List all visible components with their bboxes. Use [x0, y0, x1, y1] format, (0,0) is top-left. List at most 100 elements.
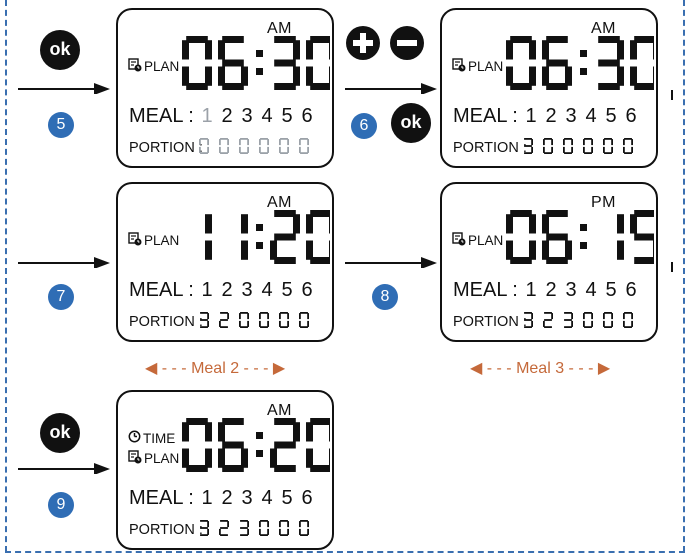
plus-button[interactable] — [346, 26, 380, 60]
minus-button[interactable] — [390, 26, 424, 60]
seven-segment-time — [506, 36, 660, 90]
clock-icon — [128, 430, 141, 446]
mode-labels: TIME PLAN — [128, 428, 188, 468]
meal-range-label: ◀ - - - Meal 3 - - - ▶ — [470, 360, 611, 377]
mode-plan: PLAN — [452, 56, 512, 76]
ok-button[interactable]: ok — [40, 413, 80, 453]
portion-digits — [197, 310, 319, 334]
portion-digits — [197, 518, 319, 542]
portion-label: PORTION : — [129, 139, 203, 156]
step-badge: 6 — [351, 113, 377, 139]
meal-number: 3 — [565, 105, 577, 127]
time-display — [504, 208, 660, 270]
arrow-right-icon — [18, 463, 110, 474]
meal-label: MEAL : — [129, 105, 194, 127]
meal-number: 6 — [625, 279, 637, 301]
meal-number: 4 — [585, 105, 597, 127]
seven-segment-portions — [524, 138, 633, 154]
plan-icon — [452, 57, 466, 75]
arrow-left-icon: ◀ — [470, 360, 483, 377]
portion-row: PORTION : — [129, 310, 319, 334]
portion-label: PORTION : — [453, 139, 527, 156]
time-display — [504, 34, 660, 96]
seven-segment-portions — [200, 520, 309, 536]
meal-number: 6 — [625, 105, 637, 127]
mode-plan: PLAN — [128, 56, 188, 76]
mode-labels: PLAN — [452, 230, 512, 250]
meal-number: 2 — [545, 105, 557, 127]
step-badge: 5 — [48, 112, 74, 138]
meal-number: 6 — [301, 105, 313, 127]
plan-icon — [128, 449, 142, 467]
meal-label: MEAL : — [453, 105, 518, 127]
dashed-border-left — [5, 0, 7, 552]
meal-label: MEAL : — [453, 279, 518, 301]
portion-label: PORTION : — [129, 313, 203, 330]
continuation-mark — [671, 90, 673, 100]
seven-segment-time — [506, 210, 660, 264]
mode-label: TIME — [143, 430, 176, 446]
meal-number: 2 — [221, 105, 233, 127]
meal-number: 3 — [241, 279, 253, 301]
arrow-right-icon — [18, 257, 110, 268]
am-pm-indicator: AM — [267, 194, 292, 211]
arrow-right-icon — [18, 83, 110, 94]
meal-number: 4 — [261, 105, 273, 127]
plus-icon — [353, 33, 373, 53]
plan-icon — [128, 231, 142, 249]
meal-number: 3 — [241, 487, 253, 509]
seven-segment-portions — [199, 138, 309, 154]
meal-number: 2 — [221, 487, 233, 509]
ok-button[interactable]: ok — [40, 30, 80, 70]
step-badge: 9 — [48, 492, 74, 518]
arrow-right-icon — [345, 83, 437, 94]
minus-icon — [397, 40, 417, 46]
meal-number: 2 — [221, 279, 233, 301]
portion-row: PORTION : — [129, 518, 319, 542]
ok-button[interactable]: ok — [391, 103, 431, 143]
meal-number: 4 — [261, 279, 273, 301]
meal-number: 6 — [301, 279, 313, 301]
meal-number: 1 — [525, 279, 537, 301]
portion-digits — [521, 136, 643, 160]
continuation-mark — [671, 262, 673, 272]
meal-number: 5 — [281, 105, 293, 127]
mode-plan: PLAN — [452, 230, 512, 250]
meal-number: 4 — [261, 487, 273, 509]
am-pm-indicator: AM — [591, 20, 616, 37]
portion-row: PORTION : — [453, 136, 643, 160]
mode-labels: PLAN — [452, 56, 512, 76]
dashed-border-right — [683, 0, 685, 552]
meal-number: 5 — [605, 279, 617, 301]
portion-row: PORTION : — [453, 310, 643, 334]
seven-segment-portions — [524, 312, 633, 328]
meal-number: 5 — [281, 487, 293, 509]
portion-digits — [521, 310, 643, 334]
meal-number: 3 — [241, 105, 253, 127]
mode-label: PLAN — [468, 58, 504, 74]
time-display — [180, 416, 336, 478]
am-pm-indicator: PM — [591, 194, 616, 211]
portion-digits — [197, 136, 319, 160]
arrow-right-icon: ▶ — [597, 360, 611, 377]
meal-label: MEAL : — [129, 487, 194, 509]
step-badge: 8 — [372, 284, 398, 310]
meal-number: 5 — [281, 279, 293, 301]
arrow-right-icon — [345, 257, 437, 268]
mode-plan: PLAN — [128, 448, 188, 468]
mode-label: PLAN — [144, 232, 180, 248]
portion-label: PORTION : — [129, 521, 203, 538]
mode-label: PLAN — [144, 58, 180, 74]
mode-plan: PLAN — [128, 230, 188, 250]
meal-number: 6 — [301, 487, 313, 509]
seven-segment-time — [182, 36, 336, 90]
